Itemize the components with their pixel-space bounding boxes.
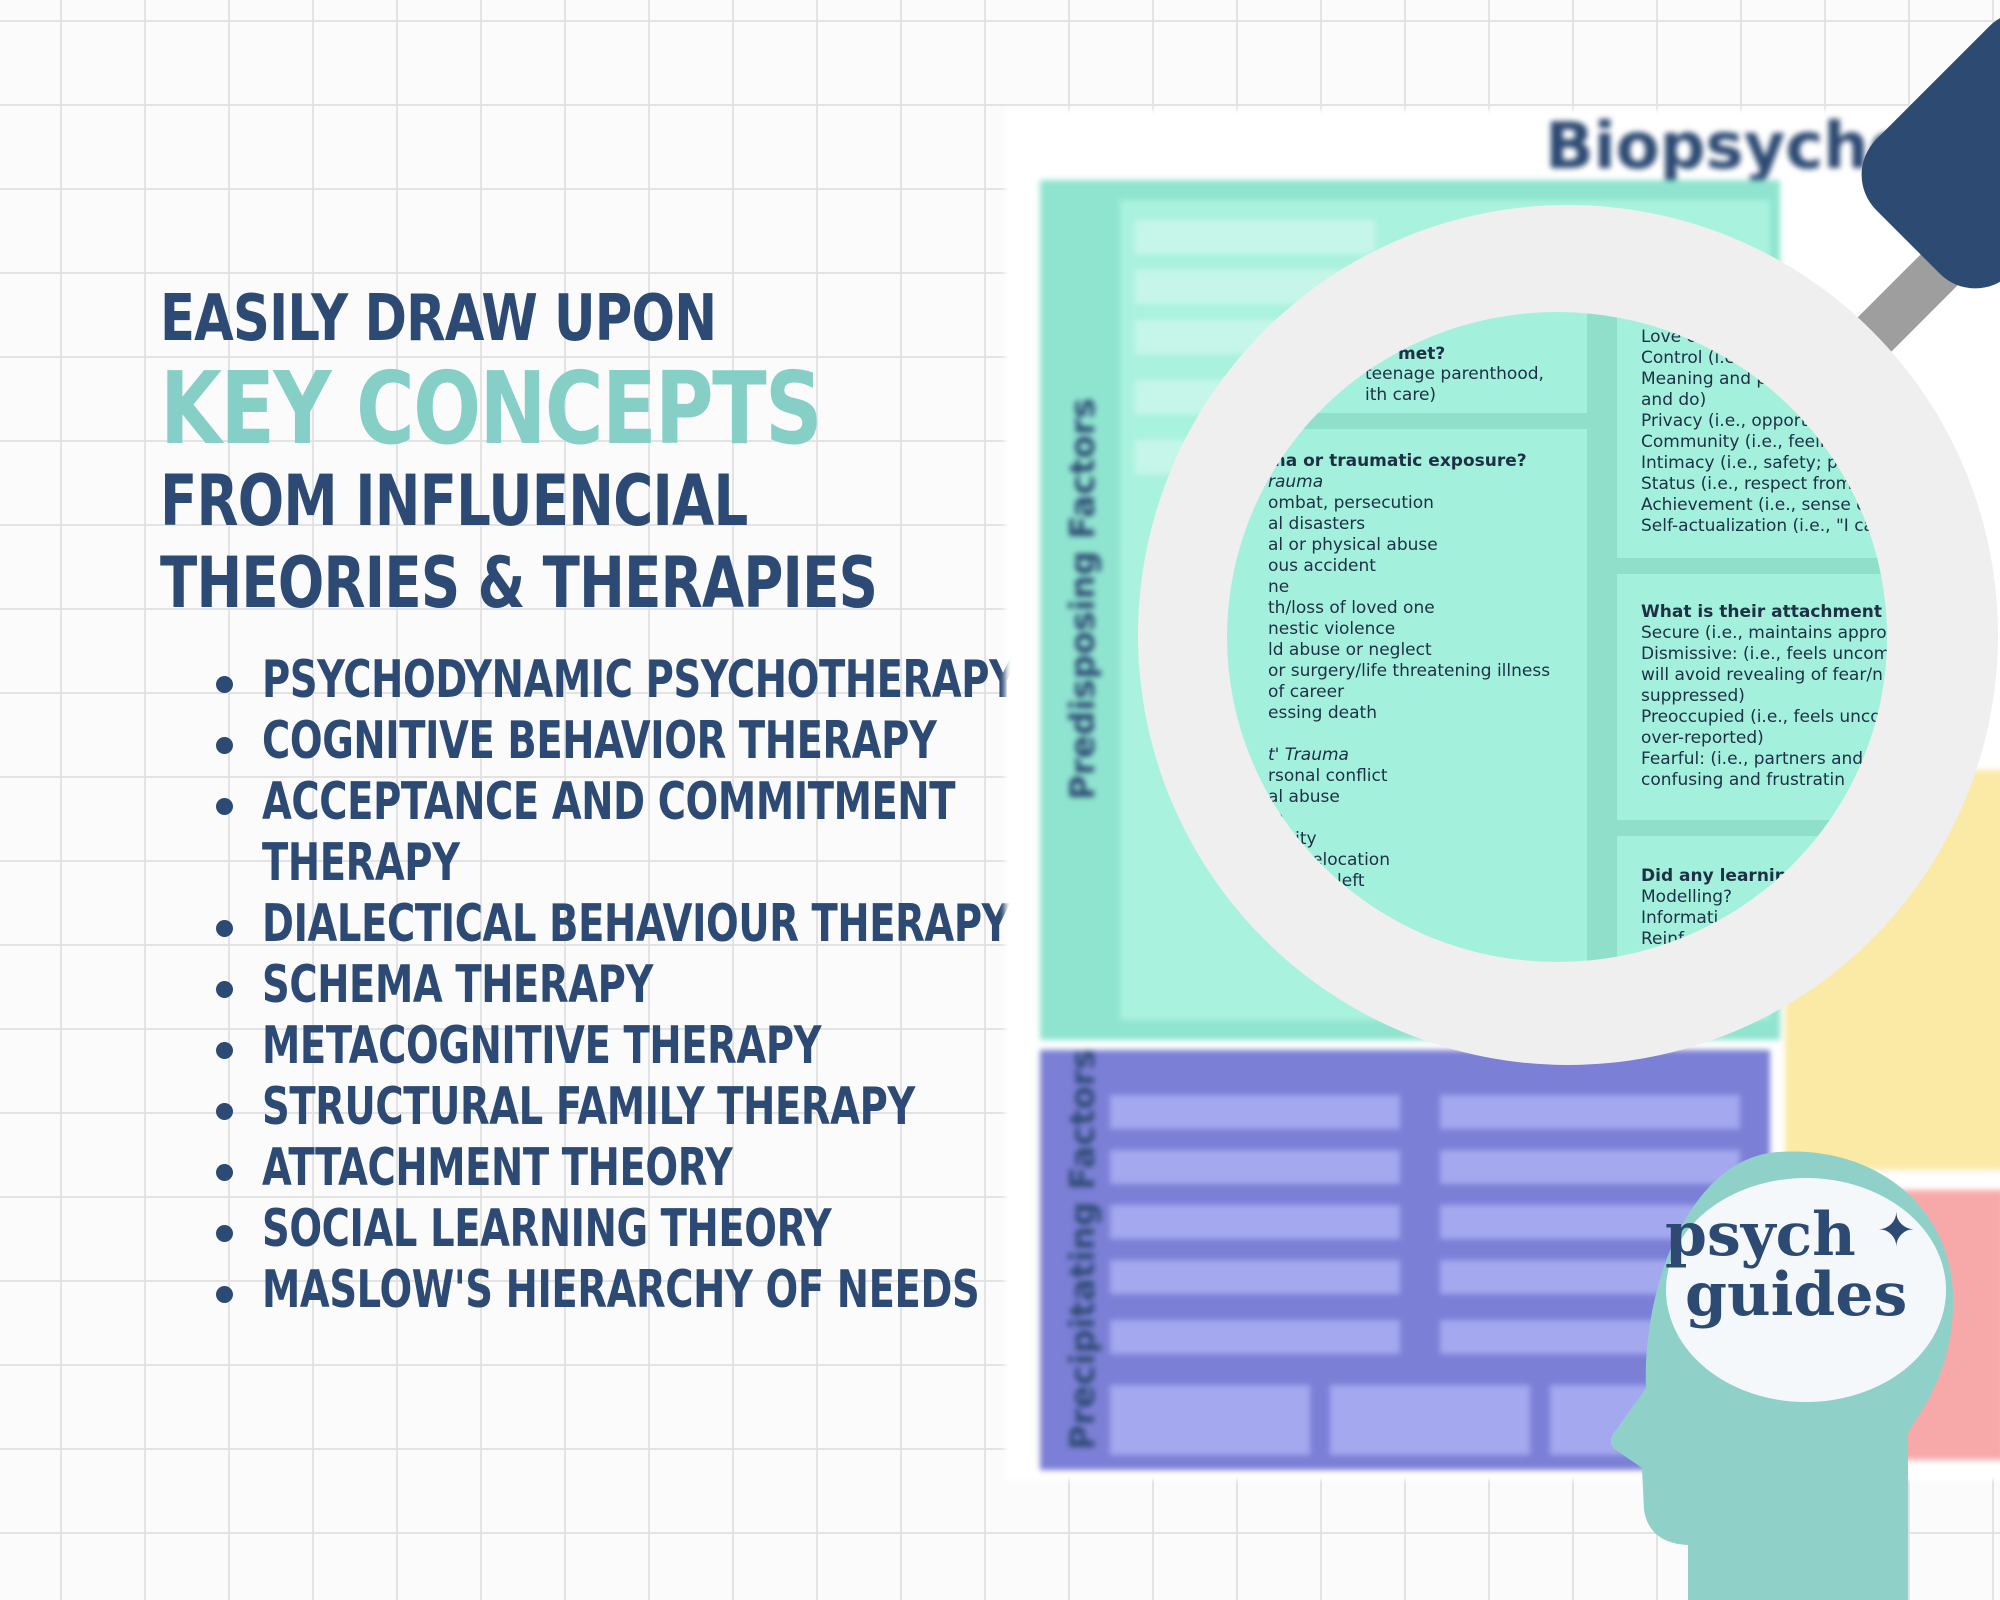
placeholder-row [1110,1150,1400,1184]
list-item: MASLOW'S HIERARCHY OF NEEDS [216,1260,1282,1321]
placeholder-row [1110,1320,1400,1354]
list-item: SCHEMA THERAPY [216,955,1282,1016]
list-item: SOCIAL LEARNING THEORY [216,1199,1282,1260]
headline-line-3: FROM INFLUENCIAL [160,460,748,542]
headline-line-1: EASILY DRAW UPON [160,282,717,356]
placeholder-row [1440,1095,1740,1129]
headline-key-concepts: KEY CONCEPTS [160,350,823,467]
list-item: ATTACHMENT THEORY [216,1138,1282,1199]
lens-right-column-bg [1617,312,1887,962]
magnifier-lens: met? teenage parenthood, ith care) ma or… [1227,312,1887,962]
lens-divider [1227,413,1587,429]
logo-line-1: psych [1665,1200,1856,1270]
therapy-list: PSYCHODYNAMIC PSYCHOTHERAPY COGNITIVE BE… [216,650,1282,1321]
headline-subtitle: FROM INFLUENCIAL THEORIES & THERAPIES [160,460,878,624]
sparkle-icon: ✦ [1877,1203,1916,1257]
list-item: METACOGNITIVE THERAPY [216,1016,1282,1077]
placeholder-row [1110,1205,1400,1239]
placeholder-row [1330,1385,1530,1455]
headline-line-4: THEORIES & THERAPIES [160,542,878,624]
precipitating-label: Precipitating Factors [1063,1049,1103,1450]
predisposing-label: Predisposing Factors [1063,398,1103,800]
list-item-continuation: THERAPY [262,833,460,893]
lens-needs-list: Love & ... Control (i.e., Meaning and p … [1641,327,1874,536]
placeholder-row [1110,1260,1400,1294]
lens-question-1-text: teenage parenthood, ith care) [1365,364,1544,405]
lens-question-2: ma or traumatic exposure? [1268,451,1527,471]
lens-column-divider [1587,312,1617,962]
lens-attachment-text: Secure (i.e., maintains appro Dismissive… [1641,623,1887,790]
lens-question-1: met? [1398,344,1446,364]
logo-line-2: guides [1685,1260,1908,1330]
psych-guides-logo-text: psych guides [1665,1205,1907,1325]
placeholder-row [1110,1385,1310,1455]
head-silhouette-logo [1610,1151,1954,1600]
list-item: ACCEPTANCE AND COMMITMENT [216,772,1282,833]
lens-learning-question: Did any learnin [1641,866,1787,886]
placeholder-row [1110,1095,1400,1129]
list-item: DIALECTICAL BEHAVIOUR THERAPY [216,894,1282,955]
list-item: STRUCTURAL FAMILY THERAPY [216,1077,1282,1138]
lens-content: met? teenage parenthood, ith care) ma or… [1227,312,1887,962]
lens-attachment-question: What is their attachment s [1641,602,1887,622]
lens-learning-text: Modelling? Informati Reinf [1641,887,1733,949]
list-item: COGNITIVE BEHAVIOR THERAPY [216,711,1282,772]
lens-question-2-text: rauma ombat, persecution al disasters al… [1268,472,1551,912]
lens-divider [1617,558,1887,574]
placeholder-row [1135,220,1375,254]
placeholder-row [1440,1150,1740,1184]
lens-divider [1617,820,1887,836]
list-item: PSYCHODYNAMIC PSYCHOTHERAPY [216,650,1282,711]
